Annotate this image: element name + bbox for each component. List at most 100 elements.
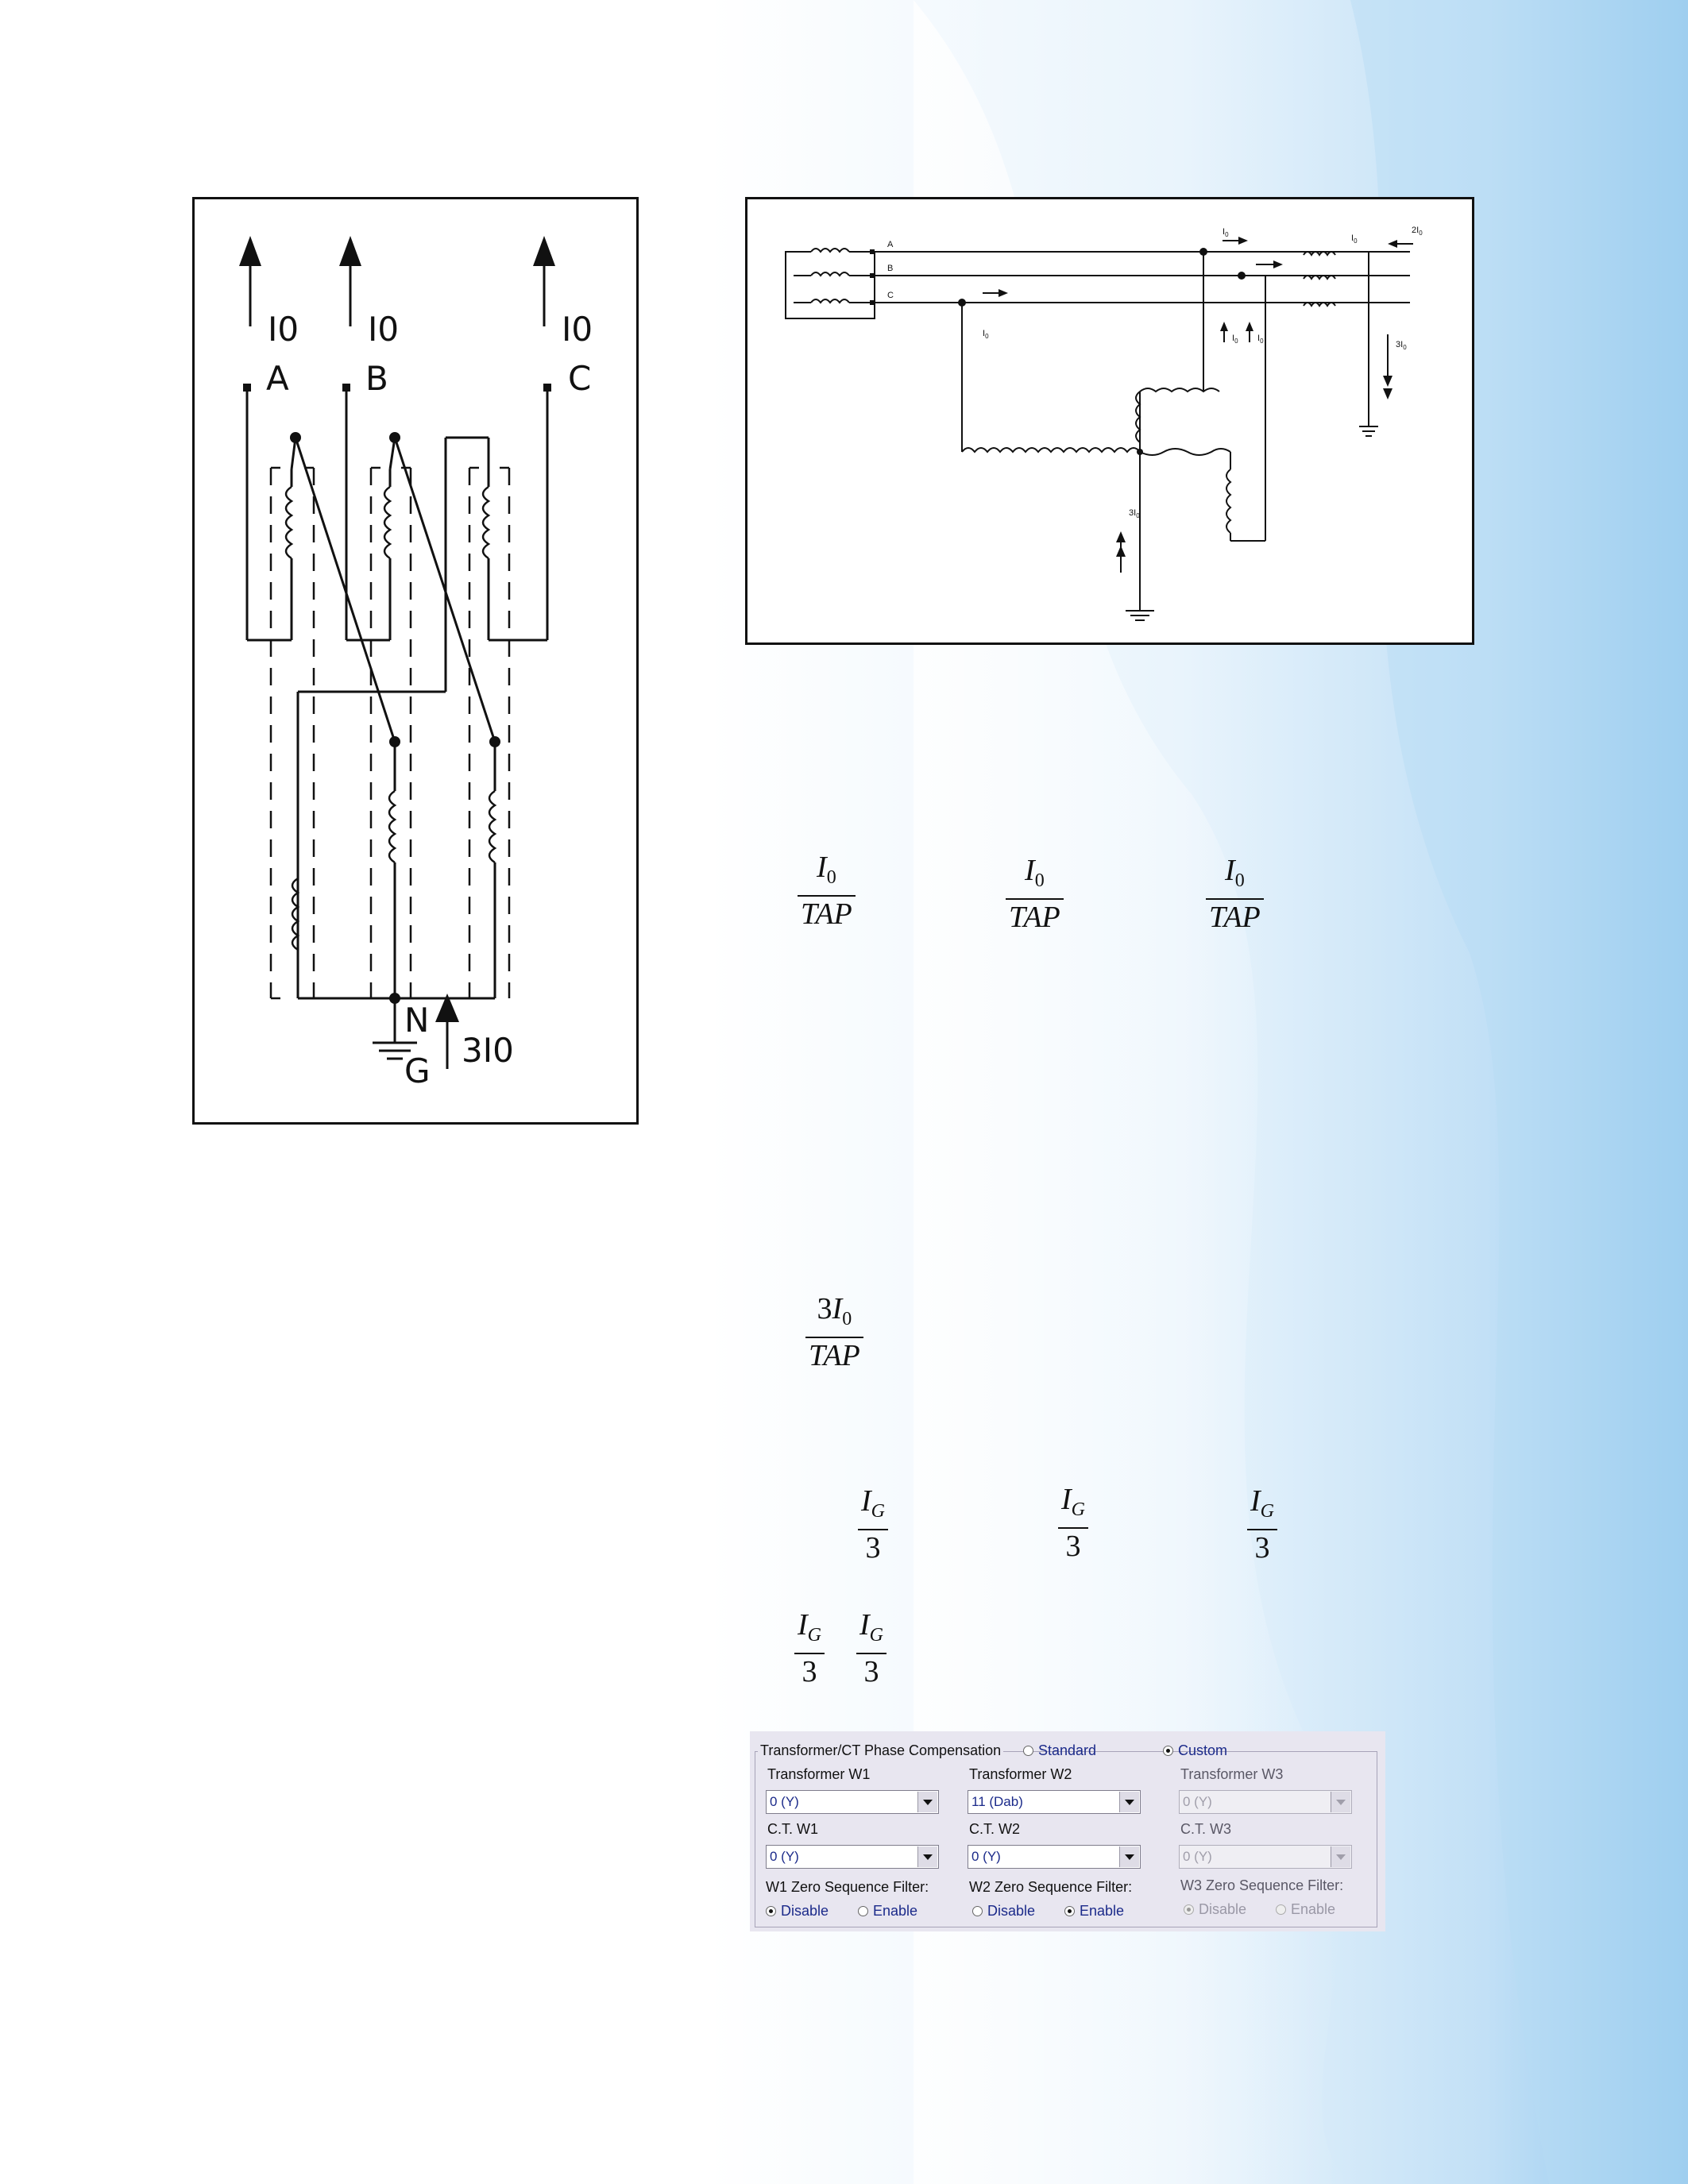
dropdown-arrow-icon[interactable] — [1119, 1846, 1139, 1867]
phase-compensation-group — [755, 1751, 1377, 1927]
transformer-w2-select[interactable]: 11 (Dab) — [968, 1790, 1141, 1814]
w3-enable-label: Enable — [1291, 1901, 1336, 1917]
eq-ig-over-3-4: IG 3 — [794, 1607, 825, 1689]
w3-disable-label: Disable — [1199, 1901, 1247, 1917]
eq1a-sub: 0 — [826, 867, 836, 888]
phase-compensation-panel: Transformer/CT Phase Compensation Standa… — [750, 1731, 1385, 1931]
w1-disable-label: Disable — [781, 1903, 829, 1919]
w1-filter-disable-radio[interactable]: Disable — [766, 1903, 829, 1920]
current-label-a: I0 — [268, 310, 299, 349]
eq3b-sub: G — [1071, 1499, 1085, 1520]
current-label-b: I0 — [368, 310, 399, 349]
zigzag-diagram: I0 I0 I0 A B C N G 3I0 — [239, 236, 593, 1090]
eq4a-den: 3 — [802, 1655, 817, 1688]
w2-enable-label: Enable — [1080, 1903, 1125, 1919]
ct-w1-label: C.T. W1 — [767, 1821, 819, 1837]
eq2-den: TAP — [809, 1339, 860, 1372]
eq1b-sub: 0 — [1034, 870, 1045, 891]
residual-current-label: 3I0 — [462, 1031, 514, 1070]
w1-filter-label: W1 Zero Sequence Filter: — [766, 1879, 929, 1895]
w2-filter-enable-radio[interactable]: Enable — [1064, 1903, 1124, 1920]
ct-w3-select: 0 (Y) — [1179, 1845, 1352, 1869]
eq-3i0-over-tap: 3I0 TAP — [805, 1291, 863, 1373]
eq2-num: I — [832, 1292, 843, 1325]
phase-label-a: A — [266, 359, 289, 398]
ct-w1-select[interactable]: 0 (Y) — [766, 1845, 939, 1869]
w3-filter-enable-radio: Enable — [1276, 1901, 1335, 1918]
current-label-2: I0 — [1232, 334, 1238, 345]
ct-w1-value: 0 (Y) — [770, 1849, 799, 1864]
eq4b-num: I — [859, 1608, 870, 1642]
circuit-diagram: A B C I0 I0 I0 I0 I0 2I0 3I0 3I0 — [785, 226, 1423, 621]
eq1b-num: I — [1025, 854, 1035, 887]
eq1c-num: I — [1225, 854, 1235, 887]
eq3a-sub: G — [871, 1501, 885, 1522]
mode-standard-label: Standard — [1038, 1742, 1097, 1758]
w2-filter-disable-radio[interactable]: Disable — [972, 1903, 1035, 1920]
phase-label-c-small: C — [887, 291, 894, 300]
ct-w2-label: C.T. W2 — [969, 1821, 1021, 1837]
grounding-circuit-figure: A B C I0 I0 I0 I0 I0 2I0 3I0 3I0 — [745, 197, 1474, 645]
radio-selected-icon — [766, 1906, 776, 1916]
eq-i0-over-tap-2: I0 TAP — [1006, 853, 1064, 935]
phase-label-a-small: A — [887, 240, 894, 249]
transformer-w3-label: Transformer W3 — [1180, 1766, 1284, 1782]
eq2-coef: 3 — [817, 1292, 832, 1325]
eq-ig-over-3-2: IG 3 — [1058, 1482, 1088, 1564]
w2-filter-label: W2 Zero Sequence Filter: — [969, 1879, 1133, 1895]
eq1c-den: TAP — [1209, 901, 1261, 934]
radio-circle-icon — [1276, 1904, 1286, 1915]
dropdown-arrow-icon — [1331, 1792, 1350, 1812]
eq-ig-over-3-5: IG 3 — [856, 1607, 886, 1689]
transformer-w2-label: Transformer W2 — [969, 1766, 1072, 1782]
neutral-label: N — [404, 1001, 429, 1040]
eq1b-den: TAP — [1009, 901, 1060, 934]
ct-w3-value: 0 (Y) — [1183, 1849, 1212, 1864]
eq1a-den: TAP — [801, 897, 852, 931]
eq3a-den: 3 — [865, 1531, 881, 1565]
eq3c-num: I — [1250, 1484, 1261, 1518]
transformer-w3-select: 0 (Y) — [1179, 1790, 1352, 1814]
dropdown-arrow-icon — [1331, 1846, 1350, 1867]
eq-i0-over-tap-1: I0 TAP — [798, 850, 856, 932]
ground-label: G — [404, 1051, 431, 1090]
radio-selected-icon — [1064, 1906, 1075, 1916]
eq4a-num: I — [798, 1608, 808, 1642]
eq-i0-over-tap-3: I0 TAP — [1206, 853, 1264, 935]
current-label-3: I0 — [1257, 334, 1264, 345]
mode-custom-label: Custom — [1178, 1742, 1228, 1758]
eq2-sub: 0 — [842, 1309, 852, 1329]
mode-standard-radio[interactable]: Standard — [1023, 1742, 1096, 1759]
w1-filter-enable-radio[interactable]: Enable — [858, 1903, 917, 1920]
eq4b-sub: G — [869, 1625, 883, 1646]
eq1a-num: I — [817, 851, 827, 884]
eq1c-sub: 0 — [1234, 870, 1245, 891]
dropdown-arrow-icon[interactable] — [1119, 1792, 1139, 1812]
ct-w3-label: C.T. W3 — [1180, 1821, 1232, 1837]
current-label-2i0: 2I0 — [1412, 226, 1423, 237]
radio-selected-icon — [1184, 1904, 1194, 1915]
mode-custom-radio[interactable]: Custom — [1163, 1742, 1227, 1759]
eq3b-den: 3 — [1065, 1530, 1081, 1563]
radio-circle-icon — [858, 1906, 868, 1916]
eq-ig-over-3-3: IG 3 — [1247, 1484, 1277, 1565]
current-label-5: I0 — [1351, 233, 1358, 245]
eq3b-num: I — [1061, 1483, 1072, 1516]
radio-selected-icon — [1163, 1746, 1173, 1756]
current-label-1: I0 — [1223, 227, 1229, 238]
zigzag-transformer-figure: I0 I0 I0 A B C N G 3I0 — [192, 197, 639, 1125]
dropdown-arrow-icon[interactable] — [917, 1846, 937, 1867]
radio-circle-icon — [972, 1906, 983, 1916]
transformer-w1-select[interactable]: 0 (Y) — [766, 1790, 939, 1814]
current-label-c: I0 — [562, 310, 593, 349]
radio-circle-icon — [1023, 1746, 1033, 1756]
current-label-3i0-neutral: 3I0 — [1129, 508, 1140, 519]
w3-filter-disable-radio: Disable — [1184, 1901, 1246, 1918]
ct-w2-select[interactable]: 0 (Y) — [968, 1845, 1141, 1869]
ct-w2-value: 0 (Y) — [971, 1849, 1001, 1864]
phase-label-c: C — [568, 359, 591, 398]
w2-disable-label: Disable — [987, 1903, 1036, 1919]
dropdown-arrow-icon[interactable] — [917, 1792, 937, 1812]
transformer-w1-value: 0 (Y) — [770, 1794, 799, 1809]
transformer-w1-label: Transformer W1 — [767, 1766, 871, 1782]
